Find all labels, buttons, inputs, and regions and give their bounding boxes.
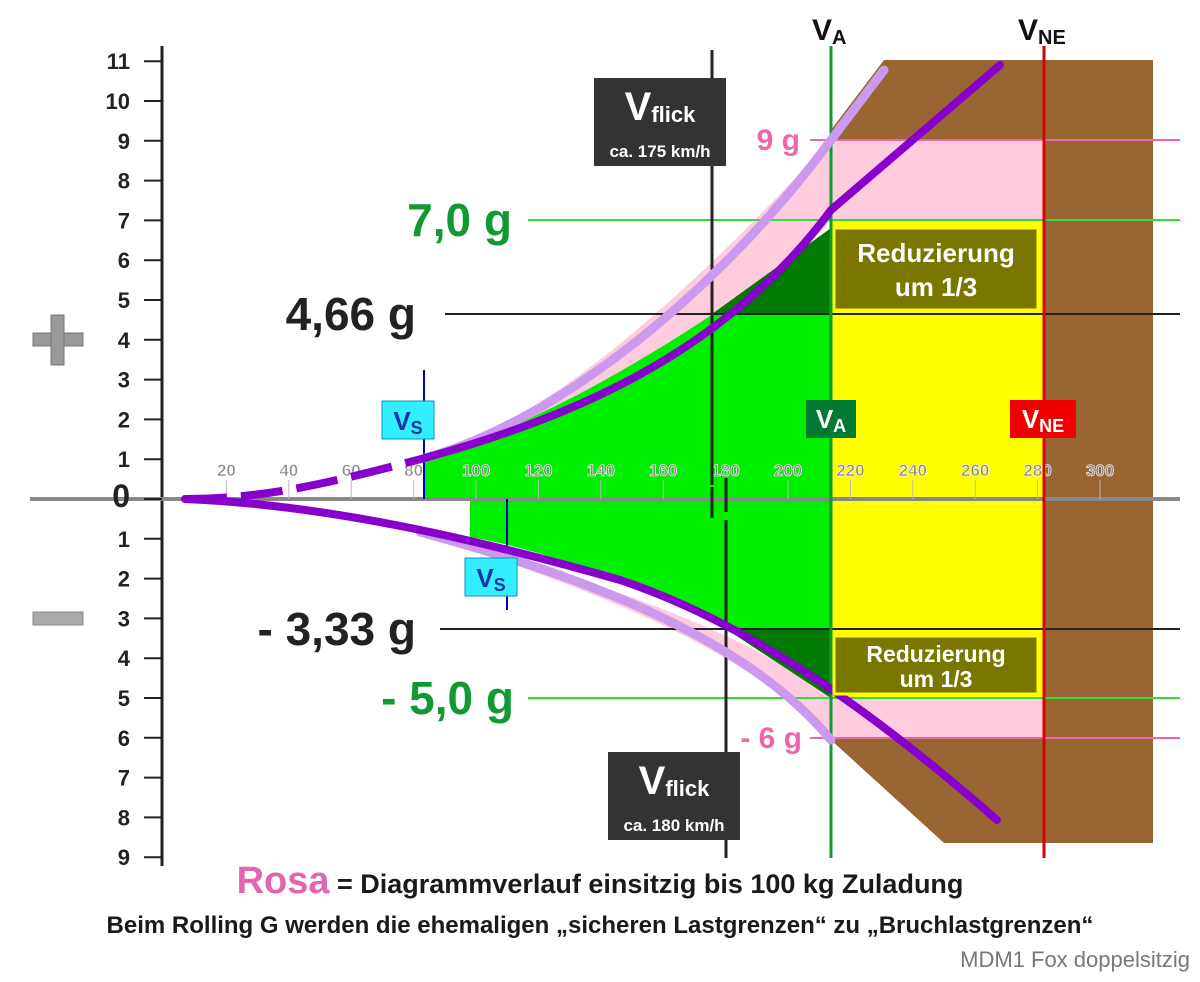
- svg-text:VS: VS: [393, 406, 422, 438]
- minus-six-g-label: - 6 g: [740, 722, 802, 755]
- y-tick-label: 5: [118, 288, 130, 313]
- caption-rosa: Rosa: [236, 860, 330, 902]
- caption-line-2: Beim Rolling G werden die ehemaligen „si…: [106, 912, 1094, 939]
- x-tick-label: 200: [774, 461, 802, 480]
- y-tick-label: 7: [118, 208, 130, 233]
- svg-text:VS: VS: [476, 563, 505, 595]
- y-tick-label: 9: [118, 845, 130, 870]
- light-purple-curve-lower: [415, 527, 836, 745]
- vflick-top-box: Vflick ca. 175 km/h: [594, 78, 726, 166]
- minus-sign: [32, 611, 84, 626]
- vflick-bottom-box: Vflick ca. 180 km/h: [608, 752, 740, 840]
- svg-text:um 1/3: um 1/3: [900, 666, 973, 692]
- pink-area-bottom: [831, 698, 1044, 738]
- svg-text:VNE: VNE: [1022, 404, 1064, 436]
- y-tick-label: 10: [106, 89, 130, 114]
- svg-text:Vflick: Vflick: [639, 759, 710, 803]
- purple-curve-upper: [421, 61, 1004, 462]
- svg-text:VA: VA: [816, 404, 846, 436]
- vne-top-label: VNE: [1018, 14, 1066, 49]
- y-tick-label: 4: [118, 328, 131, 353]
- reduction-box-bottom: Reduzierung um 1/3: [832, 634, 1040, 696]
- y-tick-label: 3: [118, 606, 130, 631]
- y-tick-label: 8: [118, 169, 130, 194]
- plus-sign-v: [50, 314, 65, 366]
- seven-g-label: 7,0 g: [407, 194, 512, 246]
- x-tick-label: 140: [587, 461, 615, 480]
- svg-text:ca. 180 km/h: ca. 180 km/h: [623, 816, 724, 835]
- y-tick-label: 6: [118, 248, 130, 273]
- x-tick-label: 20: [217, 461, 236, 480]
- x-tick-label: 260: [961, 461, 989, 480]
- x-tick-label: 300: [1086, 461, 1114, 480]
- va-top-label: VA: [812, 14, 846, 49]
- x-tick-label: 40: [279, 461, 298, 480]
- purple-curve-lower: [181, 495, 1001, 824]
- vne-mid-box: VNE: [1010, 400, 1076, 438]
- x-tick-label: 180: [711, 461, 739, 480]
- x-tick-label: 240: [899, 461, 927, 480]
- y-tick-label: 8: [118, 805, 130, 830]
- svg-text:um 1/3: um 1/3: [895, 272, 977, 302]
- reduction-wedge-lower: [726, 629, 831, 698]
- y-tick-label: 5: [118, 686, 130, 711]
- credit-text: MDM1 Fox doppelsitzig: [960, 947, 1190, 972]
- y-tick-label: 3: [118, 368, 130, 393]
- y-tick-label: 9: [118, 129, 130, 154]
- y-tick-label: 7: [118, 766, 130, 791]
- vs-positive-box: VS: [381, 400, 435, 440]
- svg-text:Reduzierung: Reduzierung: [857, 238, 1014, 268]
- y-tick-label: 0: [112, 478, 130, 514]
- caption-line-1: Rosa = Diagrammverlauf einsitzig bis 100…: [0, 860, 1200, 903]
- limit-pos-label: 4,66 g: [286, 288, 416, 340]
- y-tick-label: 6: [118, 726, 130, 751]
- y-tick-label: 2: [118, 407, 130, 432]
- va-mid-box: VA: [806, 400, 856, 438]
- nine-g-label: 9 g: [757, 124, 800, 157]
- svg-text:Reduzierung: Reduzierung: [866, 641, 1005, 667]
- x-tick-label: 220: [836, 461, 864, 480]
- x-tick-label: 120: [524, 461, 552, 480]
- y-tick-label: 2: [118, 567, 130, 592]
- reduction-box-top: Reduzierung um 1/3: [832, 226, 1040, 312]
- svg-text:Vflick: Vflick: [625, 85, 696, 129]
- svg-text:ca. 175 km/h: ca. 175 km/h: [609, 142, 710, 161]
- minus-five-g-label: - 5,0 g: [381, 672, 514, 724]
- y-tick-label: 4: [118, 646, 131, 671]
- vs-negative-box: VS: [464, 557, 518, 597]
- x-tick-label: 100: [462, 461, 490, 480]
- x-tick-label: 160: [649, 461, 677, 480]
- y-tick-label: 1: [118, 447, 130, 472]
- y-tick-label: 1: [118, 527, 130, 552]
- y-tick-label: 11: [107, 49, 130, 74]
- caption-line-1-rest: = Diagrammverlauf einsitzig bis 100 kg Z…: [329, 869, 964, 899]
- green-safe-envelope: [425, 230, 831, 698]
- x-tick-label: 280: [1023, 461, 1051, 480]
- limit-neg-label: - 3,33 g: [257, 603, 416, 655]
